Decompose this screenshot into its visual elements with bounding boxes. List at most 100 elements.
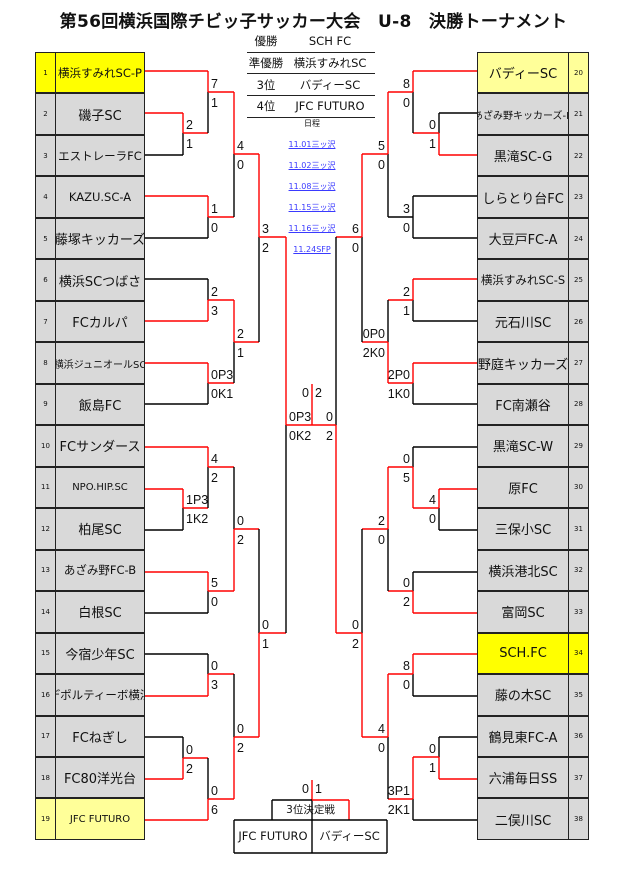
score-top: 0 — [237, 722, 244, 736]
team-name: 鶴見東FC-A — [488, 730, 558, 746]
rank-team: JFC FUTURO — [295, 99, 365, 114]
score-top: 0 — [352, 618, 359, 632]
score-top: 3 — [262, 222, 269, 236]
score-top: 4 — [429, 493, 436, 507]
team-name: 横浜すみれSC-S — [480, 273, 566, 288]
score-bottom: 2 — [262, 241, 269, 255]
schedule-link[interactable]: 11.24SFP — [293, 245, 331, 254]
seed-number: 33 — [568, 592, 588, 632]
team-name: 柏尾SC — [78, 523, 122, 539]
seed-number: 37 — [568, 757, 588, 798]
team-name: 黒滝SC-W — [492, 440, 554, 456]
team-name: 黒滝SC-G — [493, 150, 553, 166]
score-bottom: 2 — [237, 533, 244, 547]
score-bottom: 3 — [211, 304, 218, 318]
team-name: しらとり台FC — [482, 191, 564, 207]
score-bottom: 0 — [211, 595, 218, 609]
score-top: 1P3 — [186, 493, 208, 507]
score-top: 0P3 — [289, 410, 311, 424]
seed-number: 16 — [36, 675, 56, 715]
team-name: SCH.FC — [499, 645, 547, 661]
score-bottom: 0 — [237, 158, 244, 172]
rank-team: バディーSC — [299, 77, 361, 92]
score-bottom: 1 — [186, 137, 193, 151]
rank-team: SCH FC — [308, 34, 352, 49]
team-name: 横浜SCつばさ — [58, 274, 142, 290]
team-name: エストレーラFC — [58, 148, 142, 163]
summary-row-fourth: 4位 JFC FUTURO — [247, 96, 375, 118]
team-row: 16デポルティーボ横浜 — [35, 674, 145, 716]
team-row: 12 柏尾SC — [35, 508, 145, 550]
score-top: 2 — [237, 327, 244, 341]
seed-number: 27 — [568, 343, 588, 383]
seed-number: 30 — [568, 467, 588, 508]
team-name: 元石川SC — [494, 316, 552, 332]
schedule-heading: 日程 — [304, 119, 320, 128]
seed-number: 8 — [36, 343, 56, 383]
rank-label: 3位 — [256, 77, 276, 92]
team-name: 富岡SC — [501, 606, 545, 622]
score-bottom: 0 — [403, 96, 410, 110]
score-bottom: 2 — [326, 429, 333, 443]
team-name: あざみ野キッカーズ-R — [478, 110, 568, 122]
team-name: NPO.HIP.SC — [72, 481, 128, 493]
seed-number: 7 — [36, 301, 56, 342]
score-bottom: 2 — [352, 637, 359, 651]
schedule-link[interactable]: 11.16三ッ沢 — [288, 224, 336, 233]
score-bottom: 1 — [237, 346, 244, 360]
score-top: 0 — [262, 618, 269, 632]
seed-number: 21 — [568, 94, 588, 134]
score-bottom: 1K0 — [388, 387, 410, 401]
score-top: 2P0 — [388, 368, 410, 382]
third-score-right: 1 — [315, 782, 322, 796]
score-bottom: 2 — [211, 471, 218, 485]
score-top: 0 — [186, 743, 193, 757]
score-top: 2 — [403, 285, 410, 299]
seed-number: 12 — [36, 509, 56, 549]
seed-number: 25 — [568, 260, 588, 300]
score-top: 0 — [429, 118, 436, 132]
seed-number: 10 — [36, 426, 56, 466]
score-top: 7 — [211, 77, 218, 91]
team-name: 三保小SC — [494, 523, 552, 539]
team-name: FC南瀬谷 — [495, 398, 551, 414]
summary-row-third: 3位 バディーSC — [247, 74, 375, 97]
score-top: 4 — [237, 139, 244, 153]
score-top: 3 — [403, 202, 410, 216]
schedule-link[interactable]: 11.08三ッ沢 — [288, 182, 336, 191]
seed-number: 2 — [36, 94, 56, 134]
score-top: 0 — [403, 452, 410, 466]
score-top: 4 — [211, 452, 218, 466]
rank-label: 4位 — [256, 99, 276, 114]
team-name: FCねぎし — [72, 730, 128, 746]
score-top: 0P0 — [363, 327, 385, 341]
team-name: 藤の木SC — [494, 689, 552, 705]
score-bottom: 2 — [186, 762, 193, 776]
team-name: 二俣川SC — [494, 813, 552, 829]
seed-number: 28 — [568, 384, 588, 425]
schedule-link[interactable]: 11.15三ッ沢 — [288, 203, 336, 212]
third-place-right-team: バディーSC — [319, 829, 380, 843]
schedule-link[interactable]: 11.01三ッ沢 — [288, 140, 336, 149]
schedule-link[interactable]: 11.02三ッ沢 — [288, 161, 336, 170]
score-top: 3P1 — [388, 784, 410, 798]
score-top: 0 — [429, 742, 436, 756]
seed-number: 22 — [568, 135, 588, 176]
